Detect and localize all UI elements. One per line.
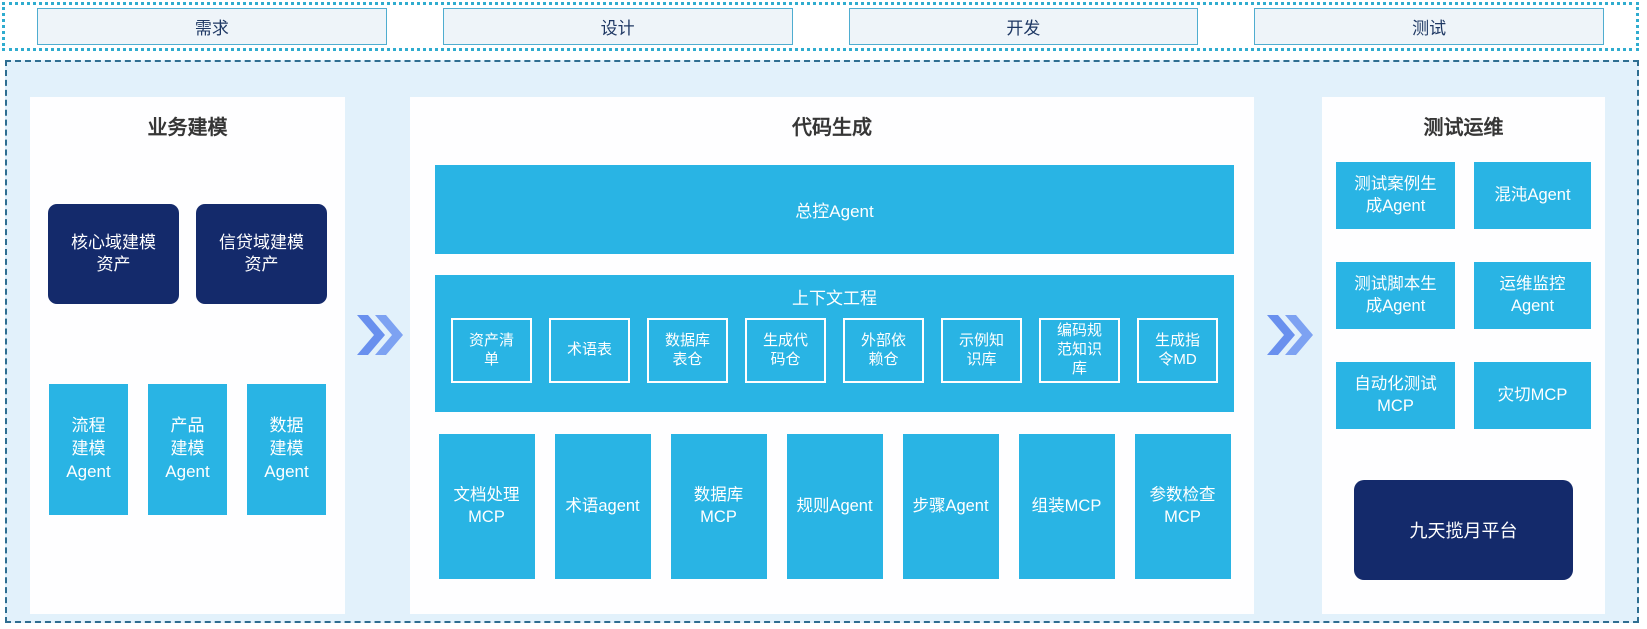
code-generation-mcp-row: 文档处理MCP 术语agent 数据库MCP 规则Agent 步骤Agent 组… xyxy=(435,434,1234,579)
glossary-box: 术语表 xyxy=(549,318,630,383)
chaos-agent-box: 混沌Agent xyxy=(1474,162,1591,229)
panel-code-generation: 代码生成 总控Agent 上下文工程 资产清单 术语表 数据库表仓 生成代码仓 … xyxy=(410,97,1254,614)
code-generation-title: 代码生成 xyxy=(792,117,872,139)
credit-domain-modeling-assets-box: 信贷域建模资产 xyxy=(196,204,327,304)
phase-box-testing: 测试 xyxy=(1254,8,1604,45)
generated-code-repo-box: 生成代码仓 xyxy=(745,318,826,383)
phase-box-design: 设计 xyxy=(442,8,793,45)
panel-test-ops: 测试运维 测试案例生成Agent 混沌Agent 测试脚本生成Agent 运维监… xyxy=(1322,97,1605,614)
product-modeling-agent-box: 产品建模Agent xyxy=(148,384,227,515)
context-engineering-title: 上下文工程 xyxy=(792,289,877,308)
phase-box-development: 开发 xyxy=(848,8,1199,45)
test-ops-title: 测试运维 xyxy=(1423,117,1504,139)
data-modeling-agent-box: 数据建模Agent xyxy=(247,384,326,515)
main-container: 业务建模 核心域建模资产 信贷域建模资产 流程建模Agent 产品建模Agent… xyxy=(5,60,1639,623)
glossary-agent-box: 术语agent xyxy=(554,434,651,579)
phase-box-requirements: 需求 xyxy=(37,8,387,45)
test-ops-grid: 测试案例生成Agent 混沌Agent 测试脚本生成Agent 运维监控Agen… xyxy=(1336,162,1591,429)
step-agent-box: 步骤Agent xyxy=(902,434,999,579)
disaster-switch-mcp-box: 灾切MCP xyxy=(1474,362,1591,429)
context-engineering-items: 资产清单 术语表 数据库表仓 生成代码仓 外部依赖仓 示例知识库 编码规范知识库… xyxy=(435,318,1234,383)
rule-agent-box: 规则Agent xyxy=(786,434,883,579)
ops-monitoring-agent-box: 运维监控Agent xyxy=(1474,262,1591,329)
master-agent-bar: 总控Agent xyxy=(435,165,1234,254)
panel-business-modeling: 业务建模 核心域建模资产 信贷域建模资产 流程建模Agent 产品建模Agent… xyxy=(30,97,345,614)
process-modeling-agent-box: 流程建模Agent xyxy=(49,384,128,515)
doc-processing-mcp-box: 文档处理MCP xyxy=(438,434,535,579)
database-mcp-box: 数据库MCP xyxy=(670,434,767,579)
context-engineering-section: 上下文工程 资产清单 术语表 数据库表仓 生成代码仓 外部依赖仓 示例知识库 编… xyxy=(435,275,1234,412)
modeling-agents-row: 流程建模Agent 产品建模Agent 数据建模Agent xyxy=(30,384,345,515)
chevron-right-icon xyxy=(357,315,403,355)
asset-list-box: 资产清单 xyxy=(451,318,532,383)
param-check-mcp-box: 参数检查MCP xyxy=(1134,434,1231,579)
modeling-assets-row: 核心域建模资产 信贷域建模资产 xyxy=(30,204,345,304)
phase-strip: 需求 设计 开发 测试 xyxy=(2,2,1639,51)
test-script-gen-agent-box: 测试脚本生成Agent xyxy=(1336,262,1455,329)
coding-standards-knowledge-base-box: 编码规范知识库 xyxy=(1039,318,1120,383)
test-case-gen-agent-box: 测试案例生成Agent xyxy=(1336,162,1455,229)
automated-test-mcp-box: 自动化测试MCP xyxy=(1336,362,1455,429)
jiutian-lanyue-platform-box: 九天揽月平台 xyxy=(1354,480,1573,580)
core-domain-modeling-assets-box: 核心域建模资产 xyxy=(48,204,179,304)
external-dependency-repo-box: 外部依赖仓 xyxy=(843,318,924,383)
generation-instruction-md-box: 生成指令MD xyxy=(1137,318,1218,383)
assembly-mcp-box: 组装MCP xyxy=(1018,434,1115,579)
business-modeling-title: 业务建模 xyxy=(147,117,228,139)
database-table-repo-box: 数据库表仓 xyxy=(647,318,728,383)
chevron-right-icon xyxy=(1267,315,1313,355)
example-knowledge-base-box: 示例知识库 xyxy=(941,318,1022,383)
